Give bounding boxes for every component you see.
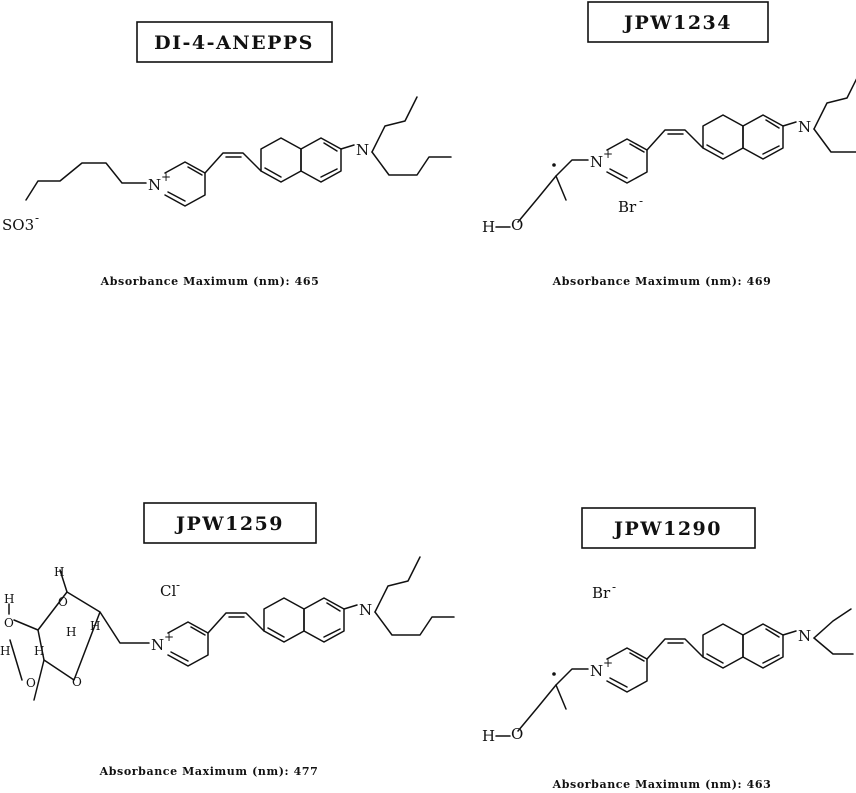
title-box [136,21,333,63]
cation-charge: + [603,656,613,670]
sugar-hydrogen: H [66,625,76,639]
oxygen-atom: O [511,725,523,743]
molecule-title: JPW1290 [612,518,722,540]
hydrogen-atom: H [482,727,495,745]
sugar-oxygen: O [58,595,68,609]
counterion: Br [592,584,611,602]
oxygen-atom: O [511,216,523,234]
methyl-branch [555,684,567,710]
absorbance-maximum: Absorbance Maximum (nm): 463 [552,778,772,791]
sugar-oxygen: O [26,676,36,690]
ring-oxygen: O [72,675,82,689]
pyridinium-nitrogen: N [590,662,603,680]
sugar-hydrogen: H [90,619,100,633]
sulfonate-group: SO3 [2,216,34,234]
counterion: Cl [160,582,176,600]
molecule-di-4-anepps: DI-4-ANEPPS N + N SO3 - Absorbance Maxim… [2,21,452,288]
sulfonate-charge: - [35,211,39,225]
cation-charge: + [164,630,174,644]
pyridinium-nitrogen: N [148,176,161,194]
amine-nitrogen: N [798,118,811,136]
pyridinium-nitrogen: N [151,636,164,654]
sugar-hydrogen: H [34,644,44,658]
sulfobutyl-chain [25,162,147,201]
title-box [143,502,317,544]
counterion: Br [618,198,637,216]
sugar-hydrogen: H [4,592,14,606]
molecule-title: DI-4-ANEPPS [154,32,314,54]
amine-nitrogen: N [359,601,372,619]
counterion-charge: - [176,578,180,592]
counterion-charge: - [639,194,643,208]
sugar-ring: H O H O H H H H O O [0,565,150,701]
hydroxypropyl-chain [517,159,589,223]
amine-nitrogen: N [798,627,811,645]
pyridinium-nitrogen: N [590,153,603,171]
absorbance-maximum: Absorbance Maximum (nm): 469 [552,275,772,288]
methyl-branch [555,175,567,201]
molecule-title: JPW1259 [174,513,284,535]
molecule-jpw1234: JPW1234 N + N H O Br - Absorbance Maximu… [482,1,856,288]
cation-charge: + [161,170,171,184]
molecule-title: JPW1234 [622,12,732,34]
absorbance-maximum: Absorbance Maximum (nm): 477 [99,765,319,778]
absorbance-maximum: Absorbance Maximum (nm): 465 [100,275,320,288]
sugar-oxygen: O [4,616,14,630]
title-box [587,1,769,43]
molecule-jpw1290: JPW1290 N + N H O Br - Absorbance Maximu… [482,507,854,791]
amine-nitrogen: N [356,141,369,159]
stereocenter-dot [552,672,556,676]
hydrogen-atom: H [482,218,495,236]
cation-charge: + [603,147,613,161]
counterion-charge: - [612,580,616,594]
title-box [581,507,756,549]
hydroxypropyl-chain [517,668,589,732]
stereocenter-dot [552,163,556,167]
molecule-jpw1259: JPW1259 N + N Cl - H O H O H H H H O O [0,502,455,778]
sugar-hydrogen: H [0,644,10,658]
sugar-hydrogen: H [54,565,64,579]
